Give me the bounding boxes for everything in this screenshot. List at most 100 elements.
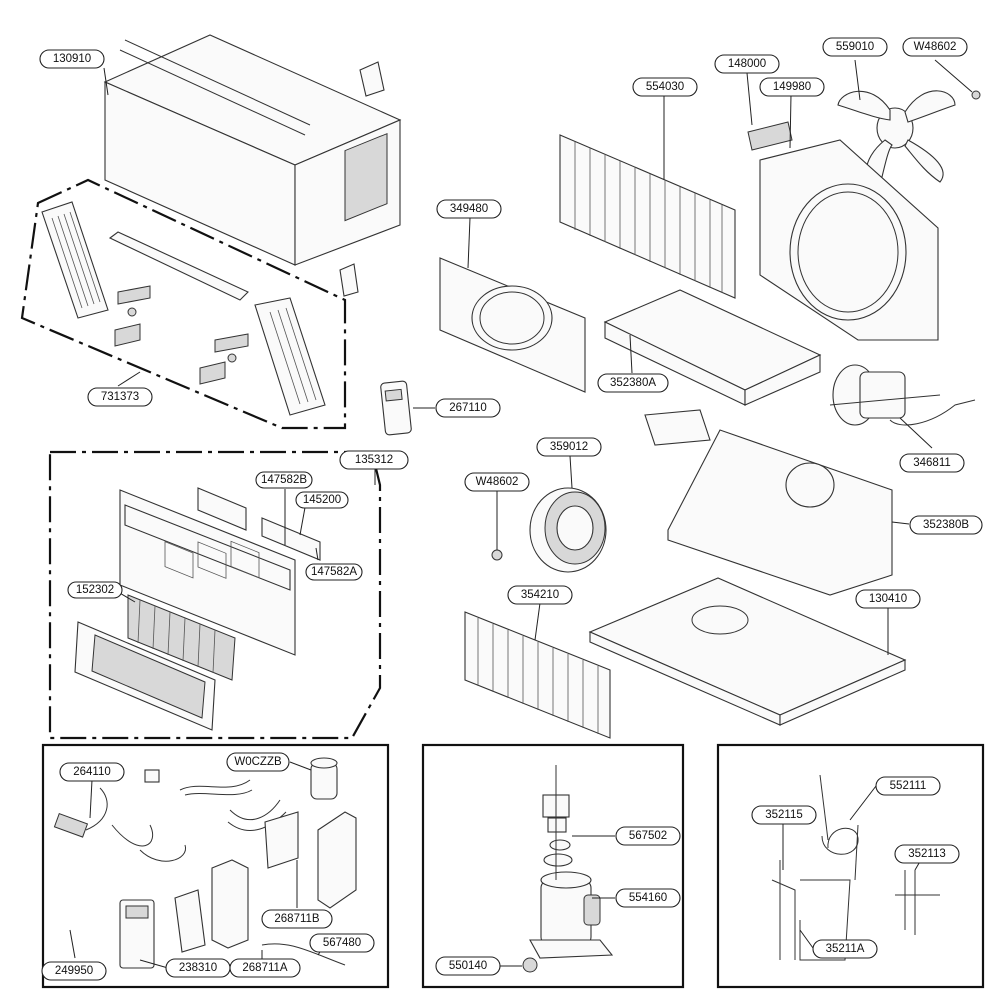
part-label-238310: 238310 bbox=[165, 958, 231, 978]
suction-tube-part bbox=[771, 860, 851, 961]
blower-wheel-part bbox=[491, 487, 607, 573]
svg-text:268711A: 268711A bbox=[242, 962, 288, 974]
svg-text:567480: 567480 bbox=[323, 937, 361, 949]
scroll-housing-part bbox=[644, 409, 893, 596]
power-cord-part bbox=[53, 787, 186, 862]
part-label-552111: 552111 bbox=[875, 776, 941, 796]
tubing-group-frame bbox=[716, 743, 985, 989]
part-label-145200: 145200 bbox=[295, 491, 349, 509]
thermistor-part bbox=[261, 943, 346, 966]
svg-text:152302: 152302 bbox=[76, 584, 114, 596]
svg-text:552111: 552111 bbox=[890, 780, 927, 792]
part-label-359012: 359012 bbox=[536, 437, 602, 457]
part-label-567502: 567502 bbox=[615, 826, 681, 846]
drain-pan-part bbox=[603, 289, 822, 406]
svg-text:130910: 130910 bbox=[53, 53, 91, 65]
part-label-264110: 264110 bbox=[59, 762, 125, 782]
part-label-35211A: 35211A bbox=[812, 939, 878, 959]
part-label-346811: 346811 bbox=[899, 453, 965, 473]
svg-text:147582A: 147582A bbox=[311, 566, 357, 578]
part-label-352380A: 352380A bbox=[597, 373, 669, 393]
svg-text:W48602: W48602 bbox=[476, 476, 519, 488]
svg-text:352113: 352113 bbox=[908, 848, 946, 860]
svg-text:267110: 267110 bbox=[449, 402, 487, 414]
discharge-tube-part bbox=[819, 774, 859, 881]
svg-text:559010: 559010 bbox=[836, 41, 874, 53]
evaporator-coil-part bbox=[464, 611, 611, 739]
svg-text:147582B: 147582B bbox=[261, 474, 307, 486]
electrical-group-frame bbox=[41, 743, 390, 989]
part-label-268711B: 268711B bbox=[261, 909, 333, 929]
part-label-267110: 267110 bbox=[435, 398, 501, 418]
cabinet-part bbox=[103, 34, 402, 297]
part-label-731373: 731373 bbox=[87, 387, 153, 407]
svg-text:264110: 264110 bbox=[73, 766, 111, 778]
base-plate-part bbox=[588, 577, 907, 726]
part-label-130410: 130410 bbox=[855, 589, 921, 609]
leader-lines bbox=[69, 59, 973, 969]
compressor-mount-part bbox=[522, 765, 573, 973]
condenser-coil-part bbox=[559, 134, 736, 299]
svg-text:731373: 731373 bbox=[101, 391, 139, 403]
wire-harness-part bbox=[144, 769, 287, 832]
capacitor-part bbox=[310, 757, 338, 800]
air-filter-part bbox=[127, 594, 236, 681]
svg-text:35211A: 35211A bbox=[826, 943, 865, 955]
orifice-panel-part bbox=[439, 257, 586, 393]
part-label-354210: 354210 bbox=[507, 585, 573, 605]
svg-text:268711B: 268711B bbox=[274, 913, 320, 925]
svg-text:249950: 249950 bbox=[55, 965, 93, 977]
compressor-part bbox=[529, 871, 614, 959]
part-label-249950: 249950 bbox=[41, 961, 107, 981]
part-label-152302: 152302 bbox=[67, 581, 123, 599]
svg-text:354210: 354210 bbox=[521, 589, 559, 601]
part-label-135312: 135312 bbox=[339, 450, 409, 470]
part-label-352380B: 352380B bbox=[909, 515, 983, 535]
svg-text:352380A: 352380A bbox=[610, 377, 656, 389]
part-label-W48602-top: W48602 bbox=[902, 37, 968, 57]
svg-text:238310: 238310 bbox=[179, 962, 217, 974]
part-label-W0CZZB: W0CZZB bbox=[226, 752, 290, 772]
part-label-147582B: 147582B bbox=[255, 471, 313, 489]
control-panel-part bbox=[119, 889, 206, 969]
part-label-352113: 352113 bbox=[894, 844, 960, 864]
control-box-part bbox=[211, 811, 357, 949]
part-label-559010: 559010 bbox=[822, 37, 888, 57]
svg-text:554030: 554030 bbox=[646, 81, 684, 93]
front-grille-group-frame bbox=[20, 178, 347, 430]
svg-text:352115: 352115 bbox=[765, 809, 803, 821]
svg-text:130410: 130410 bbox=[869, 593, 907, 605]
svg-text:567502: 567502 bbox=[629, 830, 667, 842]
filter-panel-part bbox=[74, 621, 216, 731]
part-label-554160: 554160 bbox=[615, 888, 681, 908]
part-label-147582A: 147582A bbox=[305, 563, 363, 581]
svg-text:346811: 346811 bbox=[913, 457, 951, 469]
part-label-349480: 349480 bbox=[436, 199, 502, 219]
part-label-567480: 567480 bbox=[309, 933, 375, 953]
part-label-550140: 550140 bbox=[435, 956, 501, 976]
svg-text:148000: 148000 bbox=[728, 58, 766, 70]
svg-text:550140: 550140 bbox=[449, 960, 487, 972]
svg-text:W48602: W48602 bbox=[914, 41, 957, 53]
part-label-554030: 554030 bbox=[632, 77, 698, 97]
svg-text:145200: 145200 bbox=[303, 494, 341, 506]
remote-control-part bbox=[380, 380, 412, 436]
capillary-tube-part bbox=[895, 870, 940, 935]
part-label-130910: 130910 bbox=[39, 49, 105, 69]
part-label-352115: 352115 bbox=[751, 805, 817, 825]
grille-frame-part bbox=[41, 201, 326, 416]
svg-text:359012: 359012 bbox=[550, 441, 588, 453]
part-label-148000: 148000 bbox=[714, 54, 780, 74]
svg-text:W0CZZB: W0CZZB bbox=[234, 756, 282, 768]
svg-text:149980: 149980 bbox=[773, 81, 811, 93]
front-panel-part bbox=[119, 487, 321, 656]
svg-text:349480: 349480 bbox=[450, 203, 488, 215]
part-label-268711A: 268711A bbox=[229, 958, 301, 978]
part-label-W48602-mid: W48602 bbox=[464, 472, 530, 492]
part-label-149980: 149980 bbox=[759, 77, 825, 97]
compressor-group-frame bbox=[421, 743, 685, 989]
front-panel-group-frame bbox=[48, 450, 382, 740]
svg-text:352380B: 352380B bbox=[923, 519, 969, 531]
